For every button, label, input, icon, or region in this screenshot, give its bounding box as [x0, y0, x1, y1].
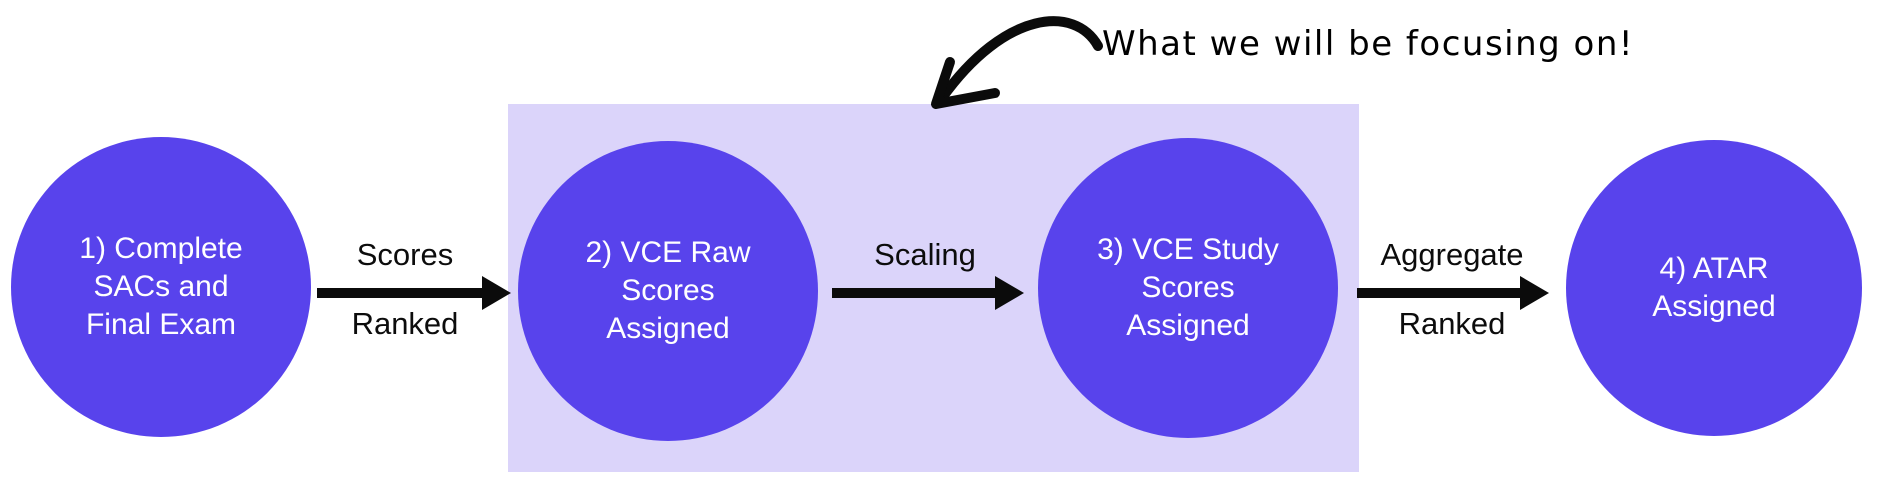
- arrow-aggregate-ranked-icon: [1357, 276, 1549, 310]
- step-4-circle: 4) ATAR Assigned: [1566, 140, 1862, 436]
- step-1-line-3: Final Exam: [85, 308, 237, 341]
- step-3-line-2: Scores: [1141, 271, 1235, 304]
- transition-3-top-label: Aggregate: [1380, 237, 1524, 272]
- transition-1-bottom-label: Ranked: [351, 306, 459, 341]
- step-1-label: 1) Complete SACs and Final Exam: [79, 230, 242, 344]
- step-2-label: 2) VCE Raw Scores Assigned: [585, 234, 750, 348]
- step-4-label: 4) ATAR Assigned: [1652, 250, 1775, 326]
- transition-2-top-label: Scaling: [874, 237, 976, 272]
- step-2-line-3: Assigned: [606, 312, 730, 345]
- step-3-line-3: Assigned: [1126, 309, 1250, 342]
- transition-3-bottom-label: Ranked: [1398, 306, 1506, 341]
- step-1-circle: 1) Complete SACs and Final Exam: [11, 137, 311, 437]
- step-4-line-1: 4) ATAR: [1659, 252, 1769, 285]
- arrow-scaling-icon: [832, 276, 1024, 310]
- step-2-line-1: 2) VCE Raw: [585, 236, 751, 269]
- step-3-label: 3) VCE Study Scores Assigned: [1097, 231, 1279, 345]
- step-3-line-1: 3) VCE Study: [1097, 233, 1279, 266]
- step-1-line-1: 1) Complete: [79, 232, 243, 265]
- annotation-text: What we will be focusing on!: [1102, 24, 1635, 64]
- step-4-line-2: Assigned: [1652, 290, 1776, 323]
- step-2-line-2: Scores: [621, 274, 715, 307]
- arrow-scores-ranked-icon: [317, 276, 511, 310]
- annotation-curved-arrow-icon: [931, 16, 1103, 109]
- step-1-line-2: SACs and: [93, 270, 229, 303]
- step-3-circle: 3) VCE Study Scores Assigned: [1038, 138, 1338, 438]
- transition-1-top-label: Scores: [356, 237, 454, 272]
- step-2-circle: 2) VCE Raw Scores Assigned: [518, 141, 818, 441]
